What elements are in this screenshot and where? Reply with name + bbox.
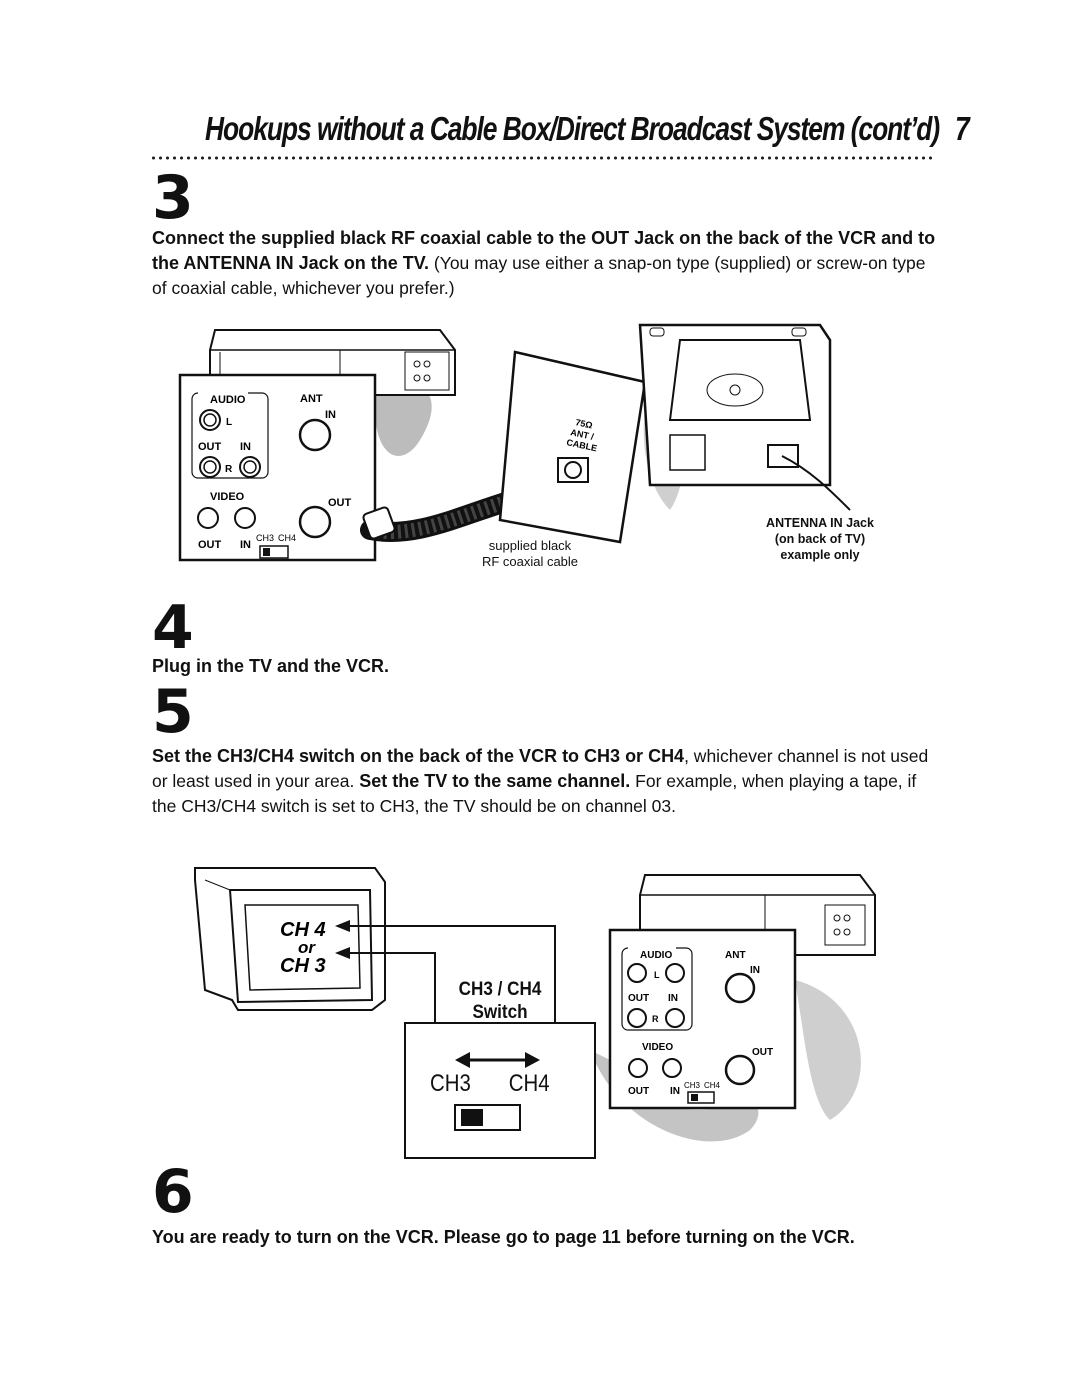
vcr-video-in-label: IN [240,539,251,551]
tv-or-label: or [298,938,316,957]
vcr-ch3-label: CH3 [256,533,274,543]
antenna-caption-line2: (on back of TV) [774,532,866,546]
switch-ch4-label: CH4 [508,1070,550,1097]
step-number-4: 4 [152,593,194,663]
vcr-back-panel: AUDIO L OUT IN R ANT IN VIDEO OUT OUT IN… [178,373,377,562]
step5-bold2: Set the TV to the same channel. [359,771,631,791]
switch-title-line1: CH3 / CH4 [458,979,542,1000]
vcr2-video-label: VIDEO [642,1042,673,1053]
vcr-r-label: R [225,464,233,475]
vcr2-r-label: R [652,1014,659,1024]
vcr2-ch3-label: CH3 [684,1081,701,1090]
cable-caption-line2: RF coaxial cable [481,554,579,569]
tv-ch3-label: CH 3 [280,955,326,977]
dotted-divider [150,155,935,161]
step4-text: Plug in the TV and the VCR. [152,654,942,679]
step6-bold: You are ready to turn on the VCR. Please… [152,1227,855,1247]
vcr2-body [639,874,876,956]
vcr-audio-out-label: OUT [198,441,222,453]
vcr-audio-in-label: IN [240,441,251,453]
step3-bold: Connect the supplied black RF coaxial ca… [152,228,936,273]
vcr2-ant-in-label: IN [750,965,760,976]
tv-ch4-label: CH 4 [280,919,326,941]
vcr-l-label: L [226,417,232,428]
antenna-caption-line3: example only [780,548,860,562]
step-number-5: 5 [152,677,194,747]
step5-normal1: , whichever channel is not used or least… [152,746,929,791]
page-title: Hookups without a Cable Box/Direct Broad… [205,110,970,148]
vcr-shadow [374,383,432,456]
step5-switch-diagram: CH 4 or CH 3 AUDIO L OUT [194,867,876,1159]
step-number-3: 3 [152,163,194,233]
page-number: 7 [955,110,970,147]
vcr-audio-label: AUDIO [210,394,246,406]
step5-text: Set the CH3/CH4 switch on the back of th… [152,744,942,819]
step3-normal: (You may use either a snap-on type (supp… [152,253,926,298]
vcr2-back-panel: AUDIO L OUT IN R ANT IN VIDEO OUT OUT IN… [608,928,797,1110]
vcr2-ant-out-label: OUT [752,1047,773,1058]
tv-back [638,323,851,511]
jack-label-ant: ANT / [570,427,596,442]
cable-caption: supplied black RF coaxial cable [470,538,590,570]
vcr2-audio-label: AUDIO [640,950,672,961]
step6-text: You are ready to turn on the VCR. Please… [152,1225,912,1250]
step4-bold: Plug in the TV and the VCR. [152,656,390,676]
tv-front: CH 4 or CH 3 [194,867,386,1011]
switch-callout [404,1022,596,1159]
vcr2-l-label: L [654,970,660,980]
vcr2-audio-in-label: IN [668,993,678,1004]
vcr-ant-in-label: IN [325,409,336,421]
vcr2-video-out-label: OUT [628,1086,649,1097]
switch-title-line2: Switch [472,1002,528,1023]
antenna-caption-line1: ANTENNA IN Jack [766,516,874,530]
channel-arrows [335,920,556,1025]
tv-jack-panel: 75Ω ANT / CABLE [498,350,647,544]
switch-ch3-label: CH3 [430,1070,471,1097]
step5-bold1: Set the CH3/CH4 switch on the back of th… [152,746,685,766]
switch-ch-labels: CH3 CH4 [430,1070,550,1098]
vcr-video-label: VIDEO [210,491,245,503]
vcr-ch4-label: CH4 [278,533,296,543]
title-text: Hookups without a Cable Box/Direct Broad… [205,110,940,147]
step3-text: Connect the supplied black RF coaxial ca… [152,226,942,301]
step-number-6: 6 [152,1157,194,1227]
vcr2-ant-label: ANT [725,950,746,961]
vcr-video-out-label: OUT [198,539,222,551]
vcr2-ch4-label: CH4 [704,1081,721,1090]
step3-connection-diagram: AUDIO L OUT IN R ANT IN VIDEO OUT OUT IN… [178,323,851,562]
vcr2-audio-out-label: OUT [628,993,649,1004]
switch-shadow [590,1050,759,1142]
antenna-caption: ANTENNA IN Jack (on back of TV) example … [750,515,890,563]
vcr2-shadow [795,980,861,1120]
switch-title: CH3 / CH4 Switch [415,978,586,1024]
cable-caption-line1: supplied black [488,538,572,553]
vcr-ant-label: ANT [300,393,323,405]
step5-normal2: For example, when playing a tape, if the… [152,771,917,816]
vcr-ant-out-label: OUT [328,497,352,509]
vcr2-video-in-label: IN [670,1086,680,1097]
jack-label-75ohm: 75Ω [575,417,594,430]
